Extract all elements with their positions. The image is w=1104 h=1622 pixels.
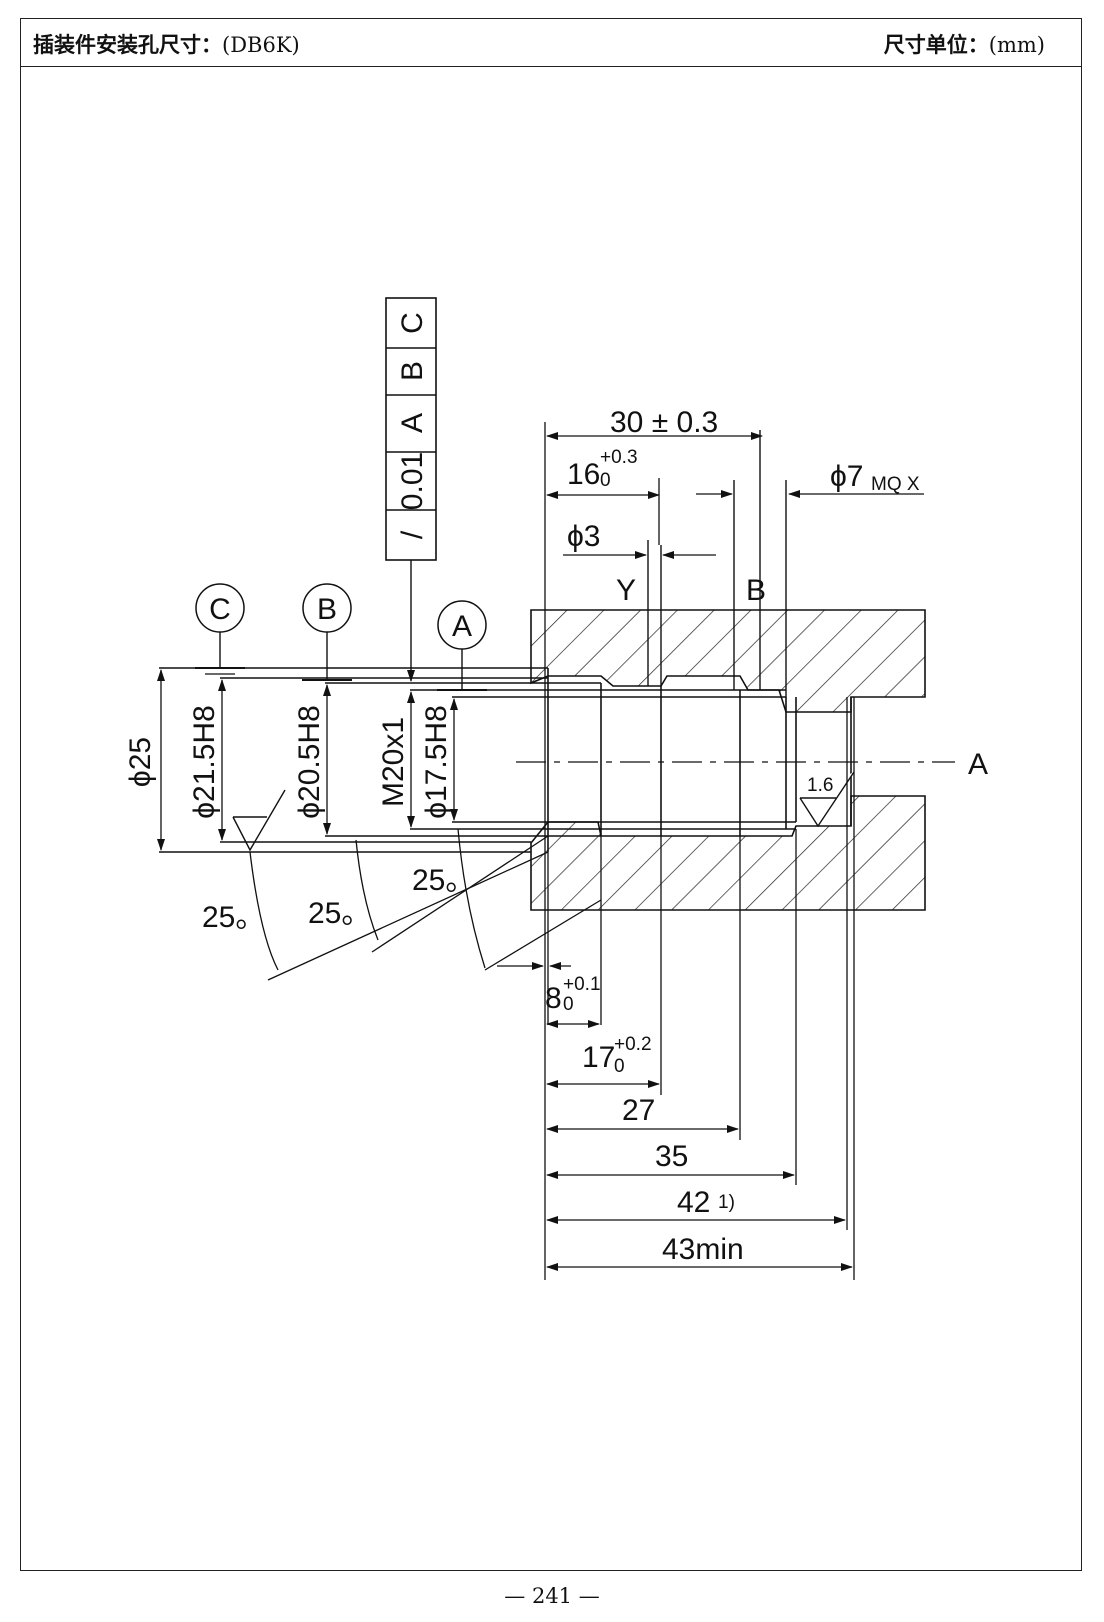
chamfer-lines — [249, 828, 602, 981]
body-section — [530, 609, 926, 911]
roughness-symbol-left — [232, 789, 286, 852]
unit-label: 尺寸单位： — [883, 33, 989, 57]
diameter-dimensions — [157, 669, 458, 851]
dim-phi25: ϕ25 — [124, 737, 157, 787]
datum-b: B — [302, 583, 352, 681]
dim-phi7: ϕ7 — [830, 460, 864, 493]
dim-27: 27 — [622, 1094, 655, 1127]
port-passages — [647, 430, 787, 697]
dim-phi21-5: ϕ21.5H8 — [188, 705, 221, 819]
dim-42: 42 — [677, 1186, 710, 1219]
datum-c: C — [195, 583, 245, 675]
page-number: — 241 — — [504, 1584, 600, 1608]
tolerance-frame: C B A 0.01 / — [385, 297, 437, 682]
dim-35: 35 — [655, 1140, 688, 1173]
tolerance-ref-a: A — [396, 413, 429, 433]
datum-a: A — [437, 600, 487, 691]
page-frame: 插装件安装孔尺寸：(DB6K) 尺寸单位：(mm) — [20, 18, 1082, 1571]
dim-phi3: ϕ3 — [567, 520, 601, 553]
dim-phi7-suffix: MQ X — [871, 474, 920, 495]
datum-c-label: C — [209, 593, 231, 626]
dim-17: 17 — [582, 1041, 615, 1074]
dim-m20: M20x1 — [377, 717, 410, 807]
dim-42-note: 1) — [718, 1192, 735, 1213]
header-bar: 插装件安装孔尺寸：(DB6K) 尺寸单位：(mm) — [21, 19, 1081, 67]
dim-16: 16 — [567, 458, 600, 491]
title-label: 插装件安装孔尺寸： — [33, 33, 222, 57]
dim-17-lower: 0 — [614, 1056, 625, 1077]
dim-16-lower: 0 — [600, 470, 611, 491]
tolerance-ref-b: B — [396, 361, 429, 381]
dim-43: 43min — [662, 1233, 744, 1266]
roughness-value: 1.6 — [807, 775, 833, 796]
axis-label: A — [968, 748, 988, 781]
angle-3: 25。 — [412, 864, 475, 897]
tolerance-value: 0.01 — [396, 452, 429, 510]
angle-1: 25。 — [202, 901, 265, 934]
dim-8-lower: 0 — [563, 994, 574, 1015]
roughness-symbol-right — [799, 771, 855, 828]
model-code: (DB6K) — [222, 33, 300, 57]
y-port-label: Y — [616, 574, 636, 607]
bore-outline — [159, 667, 852, 853]
tolerance-symbol: / — [396, 530, 429, 539]
datum-b-label: B — [317, 593, 337, 626]
unit-value: (mm) — [988, 33, 1045, 57]
dim-phi20-5: ϕ20.5H8 — [293, 705, 326, 819]
angle-2: 25。 — [308, 897, 371, 930]
datum-a-label: A — [452, 610, 472, 643]
dim-phi17-5: ϕ17.5H8 — [420, 705, 453, 819]
header-title: 插装件安装孔尺寸：(DB6K) — [33, 29, 300, 59]
dim-8-upper: +0.1 — [563, 974, 601, 995]
dim-30: 30 ± 0.3 — [610, 406, 718, 439]
tolerance-ref-c: C — [396, 312, 429, 334]
b-port-label: B — [746, 574, 766, 607]
dim-8: 8 — [545, 982, 562, 1015]
dim-16-upper: +0.3 — [600, 447, 638, 468]
unit-info: 尺寸单位：(mm) — [884, 29, 1045, 59]
bottom-dimensions — [497, 697, 855, 1280]
top-dimensions — [544, 422, 924, 1280]
dim-17-upper: +0.2 — [614, 1034, 652, 1055]
